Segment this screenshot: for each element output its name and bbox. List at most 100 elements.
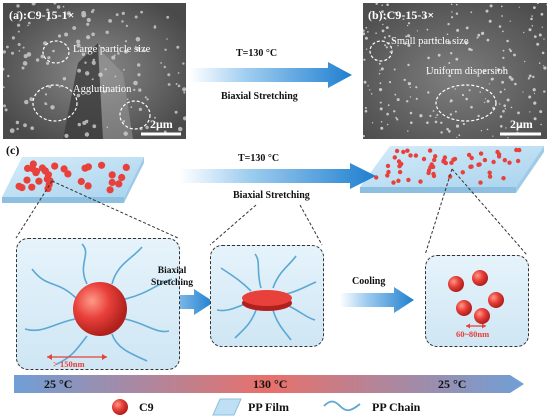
sem-grain [407,22,411,25]
sem-grain [154,116,156,119]
sem-grain [379,69,381,71]
c9-particle [517,147,522,153]
sem-grain [510,106,513,109]
sem-grain [499,115,503,118]
sem-grain [406,100,409,103]
sem-grain [16,4,20,8]
legend-chain-icon [323,400,361,412]
c9-particle [449,160,454,165]
inset-small-particles: 60~80nm [425,255,529,347]
sem-grain [415,86,418,89]
sem-grain [403,78,406,82]
sem-grain [133,88,136,92]
c9-particle [98,161,106,169]
sem-grain [454,110,457,113]
sem-grain [3,67,5,71]
sem-grain [86,119,89,122]
sem-grain [104,68,107,71]
sem-grain [490,77,494,81]
sem-grain [542,65,545,67]
c9-particle [469,164,474,169]
sem-grain [177,72,180,74]
c9-particle [487,174,493,179]
sem-grain [450,52,453,55]
sem-grain [126,98,129,100]
c9-particle [118,173,126,182]
sem-grain [44,102,47,105]
sem-grain [105,30,109,34]
sem-grain [447,41,452,45]
sem-grain [52,49,55,53]
sem-grain [46,8,49,12]
sem-grain [386,112,389,116]
c9-particle [108,178,116,187]
sem-grain [477,114,480,118]
sem-grain [178,126,183,132]
sem-grain [363,80,367,84]
sem-grain [437,53,441,57]
sem-grain [538,62,541,64]
sem-grain [367,85,369,87]
sem-grain [509,20,511,22]
c9-particle [413,153,419,158]
sem-grain [22,46,25,49]
sem-grain [426,121,429,124]
sem-grain [429,114,432,117]
temp-start: 25 °C [44,377,73,391]
c9-particle [466,152,472,158]
sem-grain [486,99,490,103]
small-particles-graphic [448,270,504,329]
sem-grain [480,130,483,132]
sem-grain [124,49,128,54]
sem-grain [440,131,443,134]
sem-grain [531,15,533,17]
c9-particle [35,177,43,185]
c9-particle [397,169,403,175]
sem-grain [451,16,454,19]
sem-grain [446,127,449,131]
temp-end: 25 °C [438,377,467,391]
sem-grain [486,128,489,131]
sem-grain [164,48,167,51]
sem-grain [464,41,468,45]
c9-particle [421,156,427,162]
annotation-large-particle: Large particle size [73,44,151,55]
sem-grain [111,55,116,60]
sem-grain [26,52,32,57]
c9-particle [443,160,448,166]
sem-grain [456,136,458,138]
sem-grain [92,61,96,65]
c9-particle [64,170,72,178]
sem-grain [17,23,21,27]
sem-grain [500,5,503,8]
sem-grain [502,56,505,60]
sem-grain [364,109,368,113]
c9-particle [385,173,390,178]
sem-grain [427,56,430,60]
sem-grain [455,12,459,15]
inset-stretched-particle [210,245,324,347]
size-label-small: 60~80nm [456,329,490,339]
sem-grain [396,118,399,121]
top-process-arrow [190,62,352,88]
c9-particle [428,165,433,170]
sem-grain [64,133,69,138]
sem-grain [502,30,504,33]
sem-grain [541,26,543,28]
sem-grain [543,38,545,40]
c9-particle [28,165,37,173]
sem-grain [380,126,384,130]
c9-particle [122,163,130,171]
sem-grain [446,33,449,36]
sem-grain [392,39,395,42]
sem-grain [367,31,369,33]
sem-grain [369,89,371,91]
sem-image-a: (a):C9-15-1× Large particle size Aggluti… [3,3,186,139]
sem-grain [76,43,81,48]
sem-grain [402,18,405,20]
sem-grain [410,121,413,124]
sem-grain [123,68,125,71]
panel-c-process-arrow [180,163,376,189]
sem-grain [114,75,117,78]
sem-grain [92,124,97,129]
